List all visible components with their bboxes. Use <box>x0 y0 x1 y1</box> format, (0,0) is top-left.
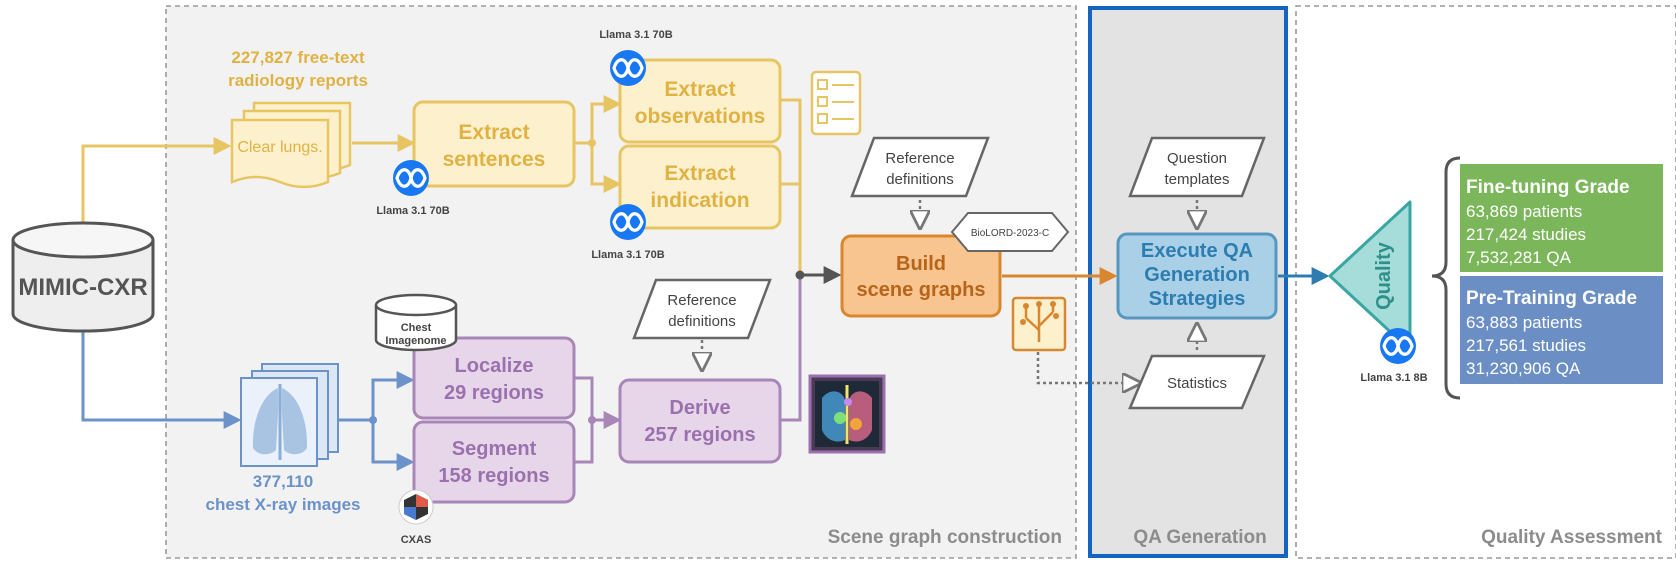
derive-box: Derive 257 regions <box>618 378 782 464</box>
llama-label-quality: Llama 3.1 8B <box>1360 372 1427 384</box>
scene-graph-tree-icon <box>1011 296 1067 352</box>
svg-text:257 regions: 257 regions <box>644 424 755 446</box>
mimic-cxr-database: MIMIC-CXR <box>11 221 155 333</box>
grade-brace <box>1431 156 1461 400</box>
meta-icon <box>1380 328 1416 364</box>
svg-text:Derive: Derive <box>669 397 730 419</box>
svg-text:Segment: Segment <box>452 438 537 460</box>
reports-caption-line1: 227,827 free-text <box>231 48 365 67</box>
report-document-stack: Clear lungs. <box>230 101 352 189</box>
chest-xray-stack <box>240 363 339 467</box>
svg-text:158 regions: 158 regions <box>438 465 549 487</box>
meta-icon <box>393 160 429 196</box>
report-sample-text: Clear lungs. <box>237 139 322 156</box>
section-label-scene-graph: Scene graph construction <box>828 527 1062 548</box>
svg-text:templates: templates <box>1164 171 1229 188</box>
meta-icon <box>610 204 646 240</box>
svg-text:definitions: definitions <box>668 313 736 330</box>
svg-text:Imagenome: Imagenome <box>385 335 446 347</box>
meta-icon <box>610 50 646 86</box>
extract-indication-box: Extract indication <box>618 144 782 230</box>
reference-definitions-input-top: Reference definitions <box>850 136 990 198</box>
pre-training-title: Pre-Training Grade <box>1466 288 1637 309</box>
section-label-quality: Quality Assessment <box>1481 527 1663 548</box>
checklist-icon <box>810 70 862 136</box>
pre-training-grade-card: Pre-Training Grade 63,883 patients 217,5… <box>1460 276 1663 384</box>
images-caption-line1: 377,110 <box>253 472 314 491</box>
svg-text:scene graphs: scene graphs <box>857 279 986 301</box>
svg-text:indication: indication <box>650 189 749 212</box>
fine-tuning-title: Fine-tuning Grade <box>1466 177 1630 198</box>
svg-text:Reference: Reference <box>885 150 954 167</box>
reference-definitions-input-bottom: Reference definitions <box>632 278 772 340</box>
segment-box: Segment 158 regions <box>412 420 576 504</box>
svg-text:observations: observations <box>635 105 766 128</box>
svg-text:Reference: Reference <box>667 292 736 309</box>
llama-label-observations: Llama 3.1 70B <box>599 29 672 41</box>
svg-text:63,883 patients: 63,883 patients <box>1466 313 1582 332</box>
cxas-logo-icon <box>398 489 434 525</box>
svg-text:Extract: Extract <box>458 121 529 144</box>
svg-text:63,869 patients: 63,869 patients <box>1466 202 1582 221</box>
build-scene-graphs-box: Build scene graphs <box>840 234 1002 318</box>
svg-text:Extract: Extract <box>664 78 735 101</box>
svg-text:Extract: Extract <box>664 162 735 185</box>
svg-text:sentences: sentences <box>443 148 546 171</box>
svg-text:Execute QA: Execute QA <box>1141 240 1253 262</box>
cxas-label: CXAS <box>401 534 432 546</box>
localize-box: Localize 29 regions <box>412 336 576 420</box>
svg-text:Statistics: Statistics <box>1167 375 1227 392</box>
svg-text:217,561 studies: 217,561 studies <box>1466 336 1586 355</box>
svg-text:Localize: Localize <box>455 355 534 377</box>
section-label-qa-generation: QA Generation <box>1133 527 1266 548</box>
svg-text:7,532,281 QA: 7,532,281 QA <box>1466 248 1572 267</box>
svg-text:Question: Question <box>1167 150 1227 167</box>
segmentation-thumbnail <box>808 374 886 454</box>
biolord-model-badge: BioLORD-2023-C <box>950 212 1070 252</box>
fine-tuning-grade-card: Fine-tuning Grade 63,869 patients 217,42… <box>1460 164 1663 272</box>
chest-imagenome-database: Chest Imagenome <box>374 293 458 352</box>
svg-text:29 regions: 29 regions <box>444 382 544 404</box>
quality-triangle: Quality <box>1328 200 1412 352</box>
svg-text:Build: Build <box>896 253 946 275</box>
extract-sentences-box: Extract sentences <box>412 100 576 188</box>
llama-label-indication: Llama 3.1 70B <box>591 249 664 261</box>
execute-qa-box: Execute QA Generation Strategies <box>1116 232 1278 320</box>
svg-text:217,424 studies: 217,424 studies <box>1466 225 1586 244</box>
llama-label-sentences: Llama 3.1 70B <box>376 205 449 217</box>
svg-text:Quality: Quality <box>1373 241 1395 310</box>
question-templates-input: Question templates <box>1128 136 1266 198</box>
svg-text:BioLORD-2023-C: BioLORD-2023-C <box>971 228 1049 239</box>
svg-text:Chest: Chest <box>401 322 432 334</box>
svg-text:Strategies: Strategies <box>1149 288 1246 310</box>
svg-text:definitions: definitions <box>886 171 954 188</box>
statistics-input: Statistics <box>1128 354 1266 410</box>
images-caption-line2: chest X-ray images <box>206 495 361 514</box>
extract-observations-box: Extract observations <box>618 58 782 144</box>
reports-caption-line2: radiology reports <box>228 71 368 90</box>
svg-text:Generation: Generation <box>1144 264 1250 286</box>
svg-text:31,230,906 QA: 31,230,906 QA <box>1466 359 1581 378</box>
mimic-cxr-label: MIMIC-CXR <box>18 274 147 301</box>
